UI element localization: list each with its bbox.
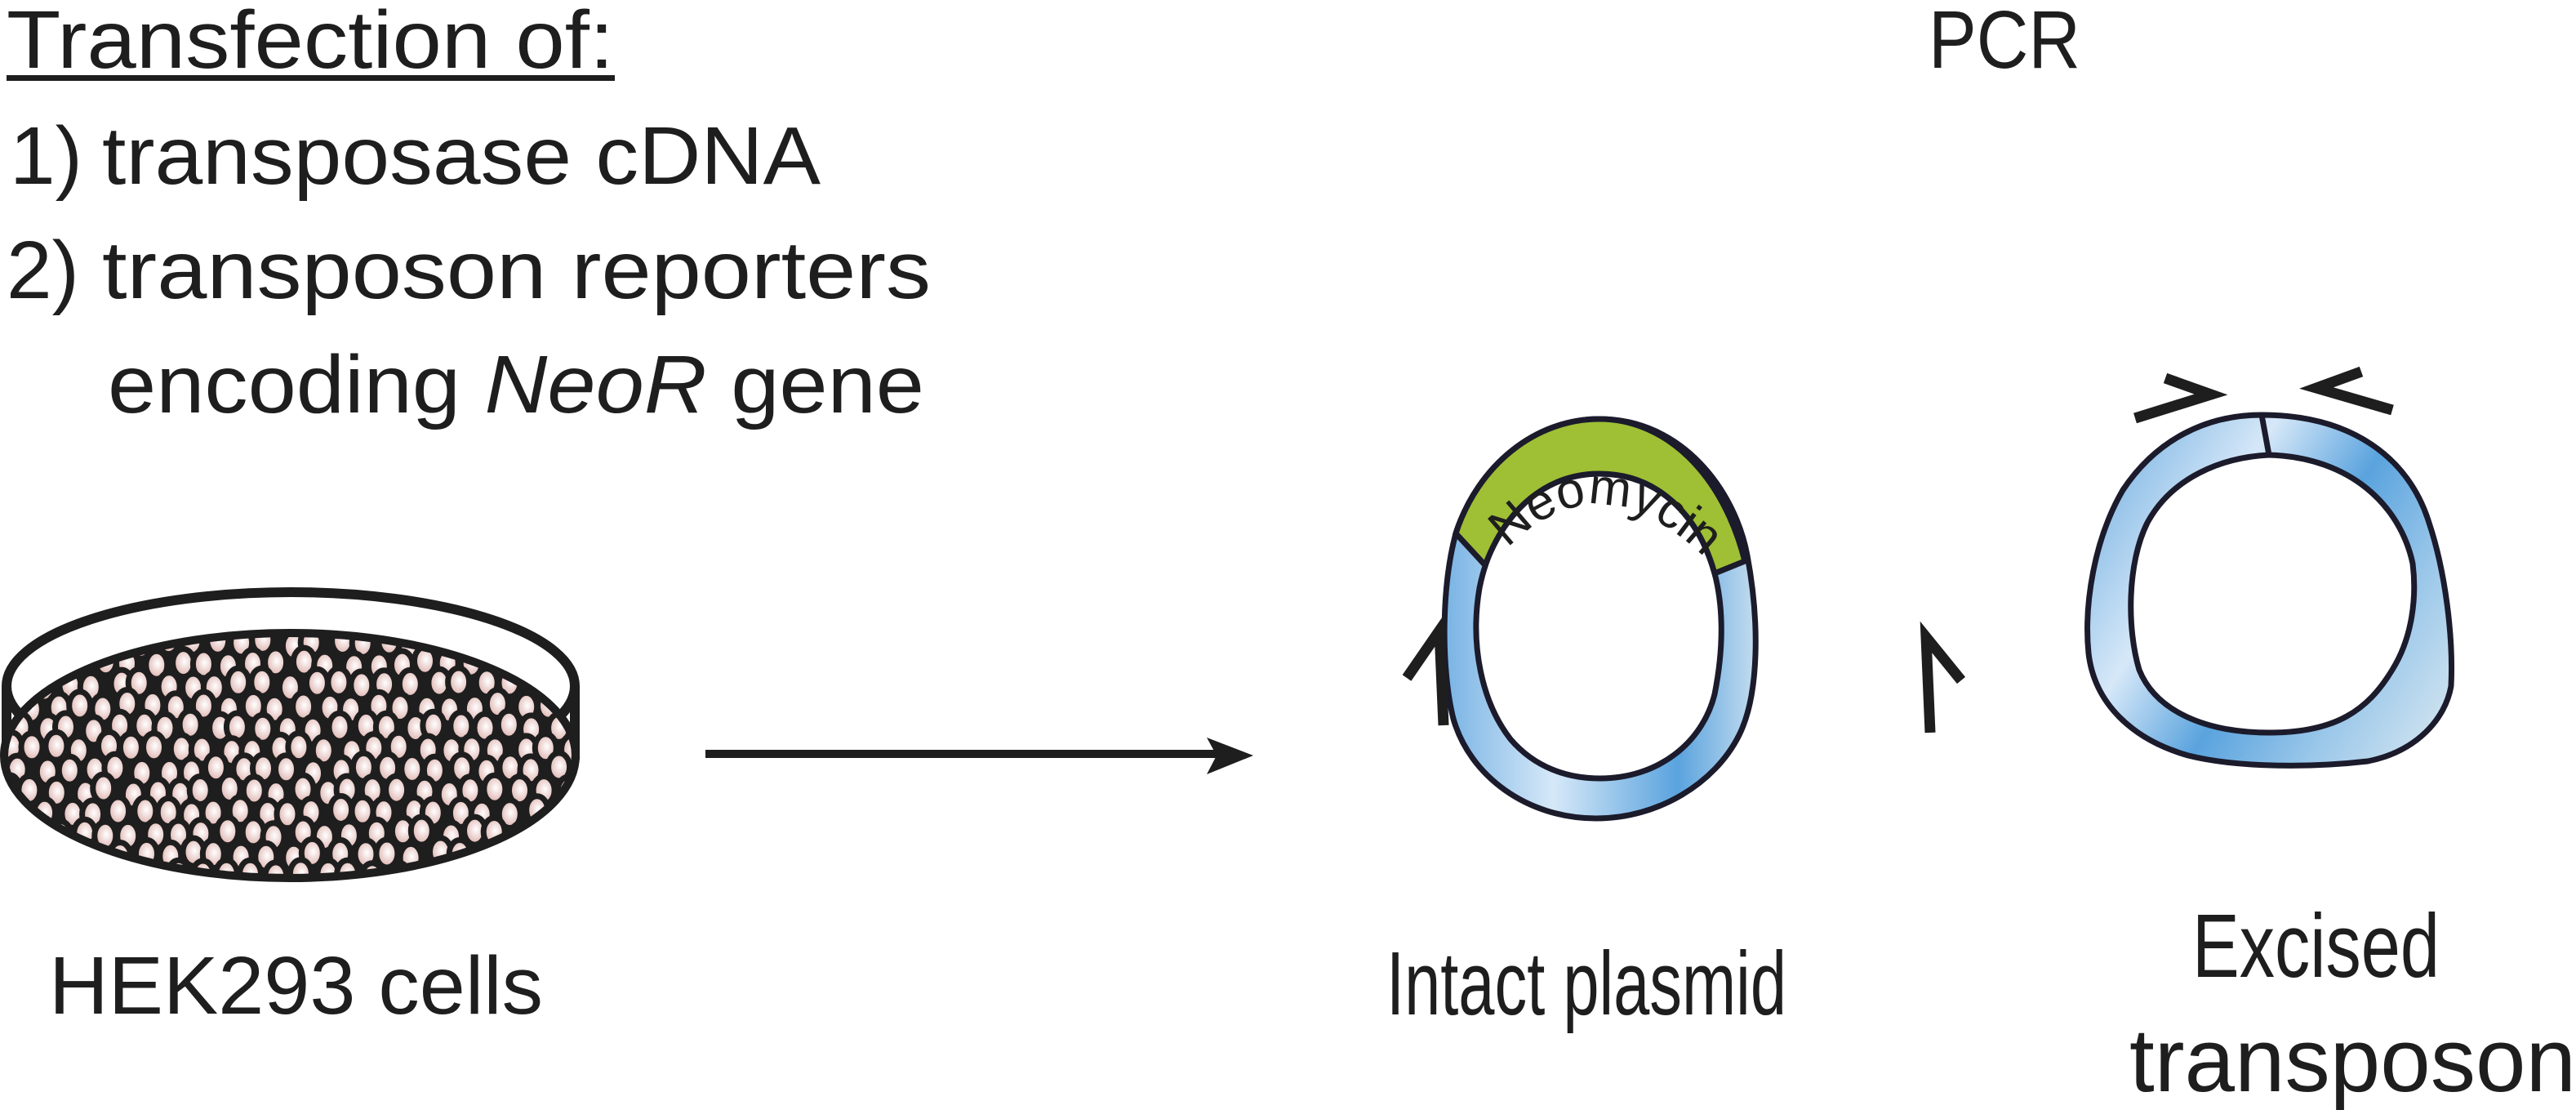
primer-arrow-icon xyxy=(1920,621,1966,733)
step-1-text: transposase cDNA xyxy=(102,110,821,202)
cell xyxy=(326,710,354,744)
transposon-ring xyxy=(2084,412,2455,769)
gene-suffix: gene xyxy=(707,339,924,430)
intact-plasmid: Neomycin xyxy=(1402,416,1966,822)
cell xyxy=(485,857,513,875)
cell xyxy=(495,707,523,742)
cell xyxy=(520,840,547,874)
excised-label-line2: transposon xyxy=(2129,1010,2576,1110)
right-arrow-icon xyxy=(705,738,1253,774)
cell xyxy=(225,665,252,699)
cell xyxy=(438,863,465,875)
cell xyxy=(532,859,558,875)
culture-dish-icon xyxy=(0,587,580,882)
dish-bottom-outline xyxy=(0,629,580,882)
cell xyxy=(546,840,572,874)
cell xyxy=(202,751,229,785)
arrow-shaft xyxy=(705,750,1220,758)
transfection-title: Transfection of: xyxy=(7,0,614,86)
step-2-text: transposon reporters xyxy=(102,225,931,316)
cell xyxy=(140,730,167,765)
cell xyxy=(90,771,118,805)
cell xyxy=(554,857,572,875)
step-1-number: 1) xyxy=(10,110,82,202)
cell xyxy=(214,814,242,849)
cell xyxy=(383,773,411,807)
cell xyxy=(29,838,56,872)
transfection-block: Transfection of: 1) transposase cDNA 2) … xyxy=(7,0,931,430)
cell xyxy=(88,861,116,875)
cell xyxy=(18,730,46,765)
cell xyxy=(56,753,83,787)
encoding-text: encoding xyxy=(108,339,485,430)
cell xyxy=(459,859,487,875)
pcr-header: PCR xyxy=(1929,0,2080,86)
arrow-head xyxy=(1207,738,1253,774)
cell xyxy=(262,859,290,875)
cell xyxy=(285,730,313,765)
excision-junction xyxy=(2258,414,2272,456)
cell xyxy=(52,838,80,872)
cell xyxy=(445,665,473,699)
cell xyxy=(407,814,435,848)
cell xyxy=(8,836,35,870)
cell xyxy=(273,752,300,787)
excised-label-line1: Excised xyxy=(2192,896,2440,996)
cell xyxy=(69,860,97,875)
cell xyxy=(8,858,23,875)
step-2-number: 2) xyxy=(7,225,79,316)
gene-name: NeoR xyxy=(485,339,707,430)
cell xyxy=(512,859,540,875)
cell xyxy=(8,815,25,849)
cell xyxy=(46,861,73,875)
intact-plasmid-label: Intact plasmid xyxy=(1386,934,1786,1034)
primer-arrow-icon xyxy=(2299,366,2394,416)
excised-transposon xyxy=(2084,366,2455,769)
cell xyxy=(499,836,527,871)
cell xyxy=(481,772,509,806)
neomycin-segment xyxy=(1453,416,1749,577)
cell xyxy=(555,818,572,851)
cell xyxy=(21,861,49,875)
step-2-continuation: encoding NeoR gene xyxy=(108,339,924,430)
title-underline xyxy=(7,75,615,81)
primer-arrow-icon xyxy=(2133,372,2228,424)
cell xyxy=(17,816,45,850)
dish-label: HEK293 cells xyxy=(49,940,543,1032)
primer-arrow-icon xyxy=(1402,614,1449,726)
